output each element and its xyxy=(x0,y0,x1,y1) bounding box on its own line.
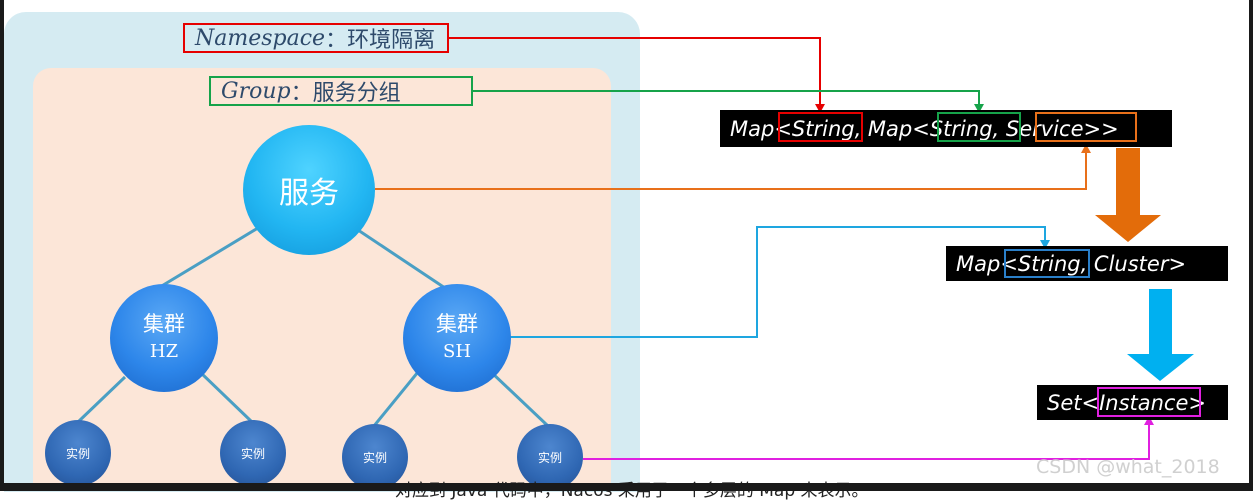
namespace-connector xyxy=(449,37,821,109)
frame-left-edge xyxy=(0,0,4,491)
edge-service-hz xyxy=(154,226,259,292)
instance-node-4: 实例 xyxy=(517,424,583,490)
cluster-node-hz: 集群 HZ xyxy=(110,284,218,392)
edge-hz-inst2 xyxy=(198,370,254,424)
group-separator: ： xyxy=(290,81,313,106)
service-connector xyxy=(375,148,1087,190)
code-map-service-text: Map<String, Map<String, Service>> xyxy=(730,116,1119,141)
highlight-namespace-key xyxy=(778,112,863,142)
code-set-instance-text: Set<Instance> xyxy=(1047,390,1206,415)
frame-bottom-edge xyxy=(0,483,1253,491)
watermark: CSDN @what_2018 xyxy=(1036,456,1220,478)
cluster-sh-code: SH xyxy=(442,341,472,362)
edge-sh-inst3 xyxy=(372,371,420,427)
group-connector xyxy=(473,90,980,109)
edge-hz-inst1 xyxy=(76,375,127,424)
namespace-arrowhead xyxy=(815,104,825,113)
instance-node-label: 实例 xyxy=(537,450,562,465)
cluster-sh-label: 集群 xyxy=(436,312,478,336)
service-arrowhead xyxy=(1081,144,1091,153)
group-arrowhead xyxy=(974,104,984,113)
instance-node-1: 实例 xyxy=(45,420,111,486)
namespace-description: 环境隔离 xyxy=(347,28,436,53)
edge-service-sh xyxy=(357,228,449,292)
frame-right-edge xyxy=(1249,0,1253,491)
namespace-separator: ： xyxy=(325,28,348,53)
code-set-instance: Set<Instance> xyxy=(1037,385,1228,420)
edge-sh-inst4 xyxy=(489,370,550,428)
cluster-hz-label: 集群 xyxy=(143,312,185,336)
service-node-label: 服务 xyxy=(279,176,339,211)
highlight-service-value xyxy=(1035,112,1137,142)
highlight-instance xyxy=(1097,387,1201,417)
group-caption: Group：服务分组 xyxy=(209,76,473,106)
instance-node-2: 实例 xyxy=(220,420,286,486)
big-arrow-orange xyxy=(1095,148,1161,242)
service-node: 服务 xyxy=(243,125,375,255)
instance-arrowhead xyxy=(1144,416,1154,425)
highlight-cluster-key xyxy=(1004,249,1090,278)
cluster-node-sh: 集群 SH xyxy=(403,284,511,392)
instance-node-label: 实例 xyxy=(65,446,90,461)
big-arrow-cyan xyxy=(1127,289,1194,381)
namespace-label: Namespace xyxy=(195,25,326,51)
instance-connector xyxy=(583,420,1150,460)
instance-node-label: 实例 xyxy=(362,450,387,465)
group-description: 服务分组 xyxy=(312,81,401,106)
highlight-group-key xyxy=(937,112,1021,142)
cluster-hz-code: HZ xyxy=(149,341,179,362)
cluster-arrowhead xyxy=(1040,240,1050,249)
cluster-connector xyxy=(510,226,1046,338)
namespace-caption: Namespace：环境隔离 xyxy=(183,23,449,53)
code-map-cluster-text: Map<String, Cluster> xyxy=(956,251,1187,276)
group-label: Group xyxy=(221,78,291,104)
code-map-cluster: Map<String, Cluster> xyxy=(946,246,1228,281)
instance-node-3: 实例 xyxy=(342,424,408,490)
instance-node-label: 实例 xyxy=(240,446,265,461)
